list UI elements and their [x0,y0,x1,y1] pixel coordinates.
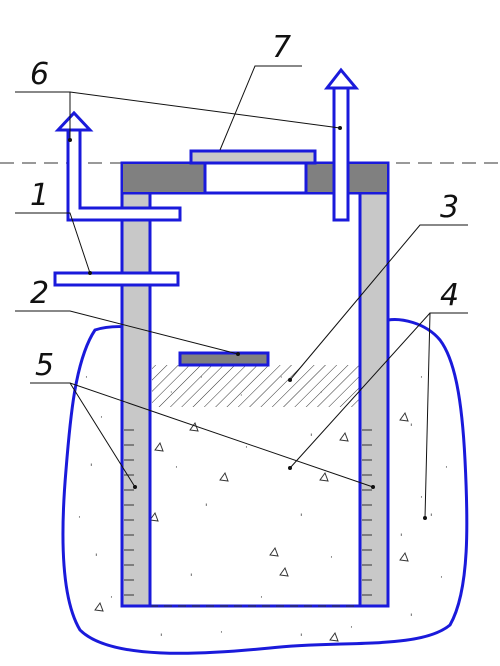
left-vent-arrow [54,110,94,132]
svg-text:·: · [320,388,323,397]
callout-4: 4 [440,278,459,313]
right-wall [358,191,390,608]
svg-text:': ' [205,503,207,513]
svg-text:·: · [445,463,448,473]
svg-text:': ' [400,533,402,543]
svg-text:': ' [410,613,412,623]
svg-text:': ' [190,573,192,583]
slab-left-block [123,164,205,192]
svg-text:': ' [300,513,302,523]
svg-text:': ' [410,423,412,433]
leader-lines [15,65,468,519]
svg-text:·: · [330,553,333,563]
inlet-pipe [53,271,180,287]
right-vent-pipe [332,86,350,222]
svg-text:·: · [78,513,81,523]
svg-text:·: · [440,573,443,583]
soil-triangles [94,411,409,642]
svg-text:': ' [95,553,97,563]
callout-6: 6 [30,57,49,92]
svg-text:·: · [100,413,103,423]
svg-text:·: · [200,373,203,382]
sand-layer-dots: · · · · · [170,373,323,400]
svg-text:·: · [280,373,283,382]
inner-bed-texture: · ' · ' · ' · ' [175,433,333,603]
wall-perforations [124,429,372,596]
callout-2: 2 [30,276,49,311]
svg-text:·: · [420,493,423,503]
svg-text:·: · [240,391,243,400]
svg-text:': ' [90,463,92,473]
svg-text:': ' [160,633,162,643]
sand-gravel-layer [152,365,360,407]
svg-text:·: · [420,373,423,383]
soil-texture: · · ' · ' · ' · ' · ' · ' · ' · ' · [78,373,448,643]
svg-text:·: · [245,443,248,453]
right-vent-arrow [323,67,360,90]
svg-text:': ' [300,633,302,643]
svg-text:': ' [430,513,432,523]
hatch-cover [189,149,317,165]
callout-3: 3 [440,190,459,225]
svg-text:·: · [85,373,88,383]
svg-text:·: · [175,463,178,473]
svg-text:·: · [350,623,353,633]
svg-text:·: · [260,593,263,603]
callout-5: 5 [35,348,54,383]
leader-dots [68,126,427,520]
distribution-plate [178,351,270,367]
callout-1: 1 [30,178,49,213]
callout-7: 7 [272,30,291,65]
svg-text:·: · [220,628,223,638]
svg-text:·: · [110,593,113,603]
svg-text:': ' [310,433,312,443]
svg-text:·: · [170,388,173,397]
left-wall [120,191,152,608]
